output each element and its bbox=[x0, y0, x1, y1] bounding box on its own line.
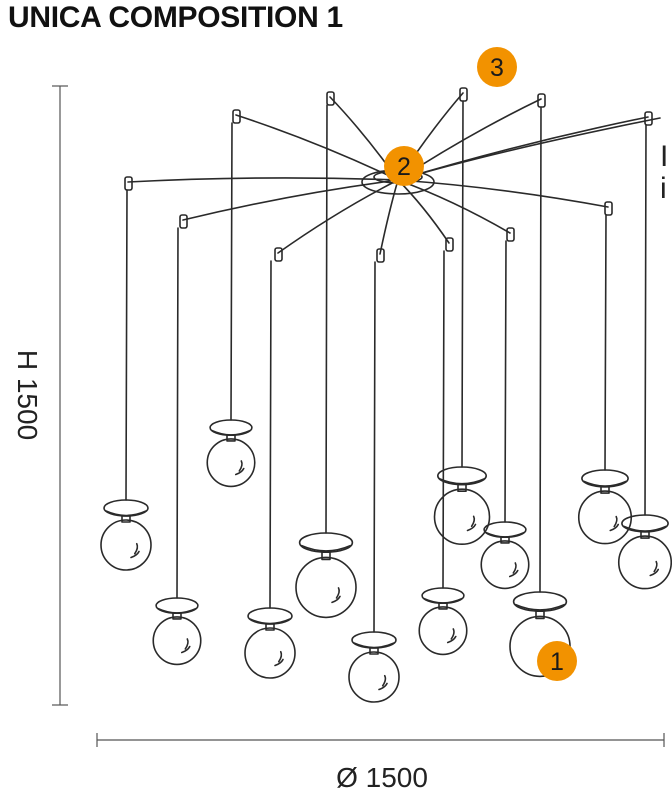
ceiling-anchor bbox=[232, 109, 241, 124]
badge-3: 3 bbox=[477, 47, 517, 87]
clipped-text-2: i bbox=[660, 172, 667, 205]
pendant-lamps bbox=[100, 419, 672, 703]
pendant-lamp bbox=[480, 521, 530, 590]
pendant-cable bbox=[397, 111, 653, 516]
pendant-lamp bbox=[348, 631, 400, 703]
pendant-cable bbox=[176, 179, 399, 599]
badge-2-label: 2 bbox=[397, 153, 411, 181]
clipped-text-1: I bbox=[660, 140, 668, 173]
pendant-cable bbox=[397, 179, 613, 471]
pendant-cable bbox=[397, 87, 468, 468]
pendant-cable bbox=[269, 179, 399, 609]
ceiling-anchor bbox=[445, 237, 454, 252]
pendant-lamp bbox=[617, 514, 672, 590]
ceiling-anchor bbox=[326, 91, 335, 106]
pendant-lamp bbox=[433, 466, 491, 546]
diameter-dimension: Ø 1500 bbox=[96, 733, 665, 793]
badge-3-label: 3 bbox=[490, 54, 504, 82]
pendant-cable bbox=[397, 179, 515, 523]
ceiling-anchor bbox=[274, 247, 283, 262]
height-label: H 1500 bbox=[12, 350, 43, 440]
badge-1: 1 bbox=[537, 641, 577, 681]
pendant-lamp bbox=[577, 469, 633, 545]
pendant-lamp bbox=[244, 607, 296, 679]
pendant-cable bbox=[373, 179, 399, 633]
pendant-lamp bbox=[295, 532, 357, 619]
diameter-label: Ø 1500 bbox=[336, 762, 428, 793]
ceiling-anchor bbox=[376, 248, 385, 263]
badge-2: 2 bbox=[384, 146, 424, 186]
ceiling-anchor bbox=[179, 214, 188, 229]
ceiling-anchor bbox=[604, 201, 613, 216]
composition-title: UNICA COMPOSITION 1 bbox=[8, 1, 343, 34]
pendant-lamp bbox=[206, 419, 256, 488]
height-dimension: H 1500 bbox=[12, 85, 68, 706]
pendant-cable bbox=[397, 179, 454, 589]
pendant-lamp bbox=[152, 597, 202, 666]
ceiling-anchor bbox=[506, 227, 515, 242]
pendant-cable bbox=[124, 176, 399, 501]
cable-rig bbox=[124, 87, 661, 633]
pendant-cable bbox=[230, 109, 399, 421]
ceiling-anchor bbox=[124, 176, 133, 191]
pendant-lamp bbox=[418, 587, 468, 656]
ceiling-anchor bbox=[644, 111, 653, 126]
badge-1-label: 1 bbox=[550, 648, 564, 676]
pendant-lamp bbox=[100, 499, 152, 571]
